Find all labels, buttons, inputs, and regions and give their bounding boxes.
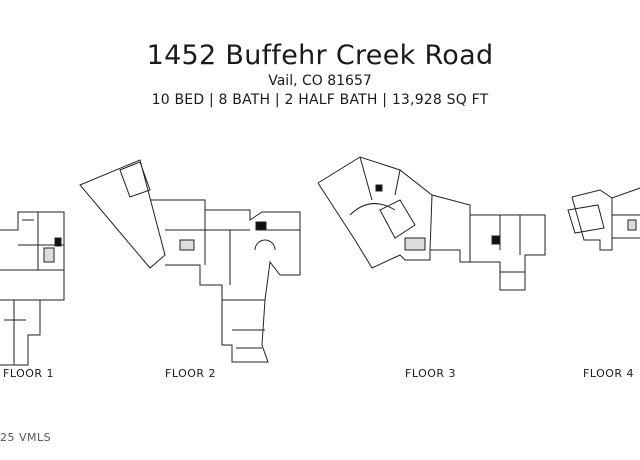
- property-address: 1452 Buffehr Creek Road: [146, 40, 494, 71]
- floor-plan-4: [568, 188, 640, 250]
- copyright-notice: 25 VMLS: [0, 431, 52, 444]
- property-specs: 10 BED | 8 BATH | 2 HALF BATH | 13,928 S…: [151, 92, 489, 108]
- floor-plan-2: [80, 160, 300, 362]
- floor-label-4: FLOOR 4: [583, 367, 635, 380]
- floor-label-3: FLOOR 3: [405, 367, 457, 380]
- floor-plan-1: [0, 212, 64, 365]
- floor-plan-3: [318, 157, 545, 290]
- floor-label-2: FLOOR 2: [165, 367, 217, 380]
- floor-plans: [0, 150, 640, 380]
- floor-label-1: FLOOR 1: [3, 367, 55, 380]
- property-city: Vail, CO 81657: [268, 73, 372, 89]
